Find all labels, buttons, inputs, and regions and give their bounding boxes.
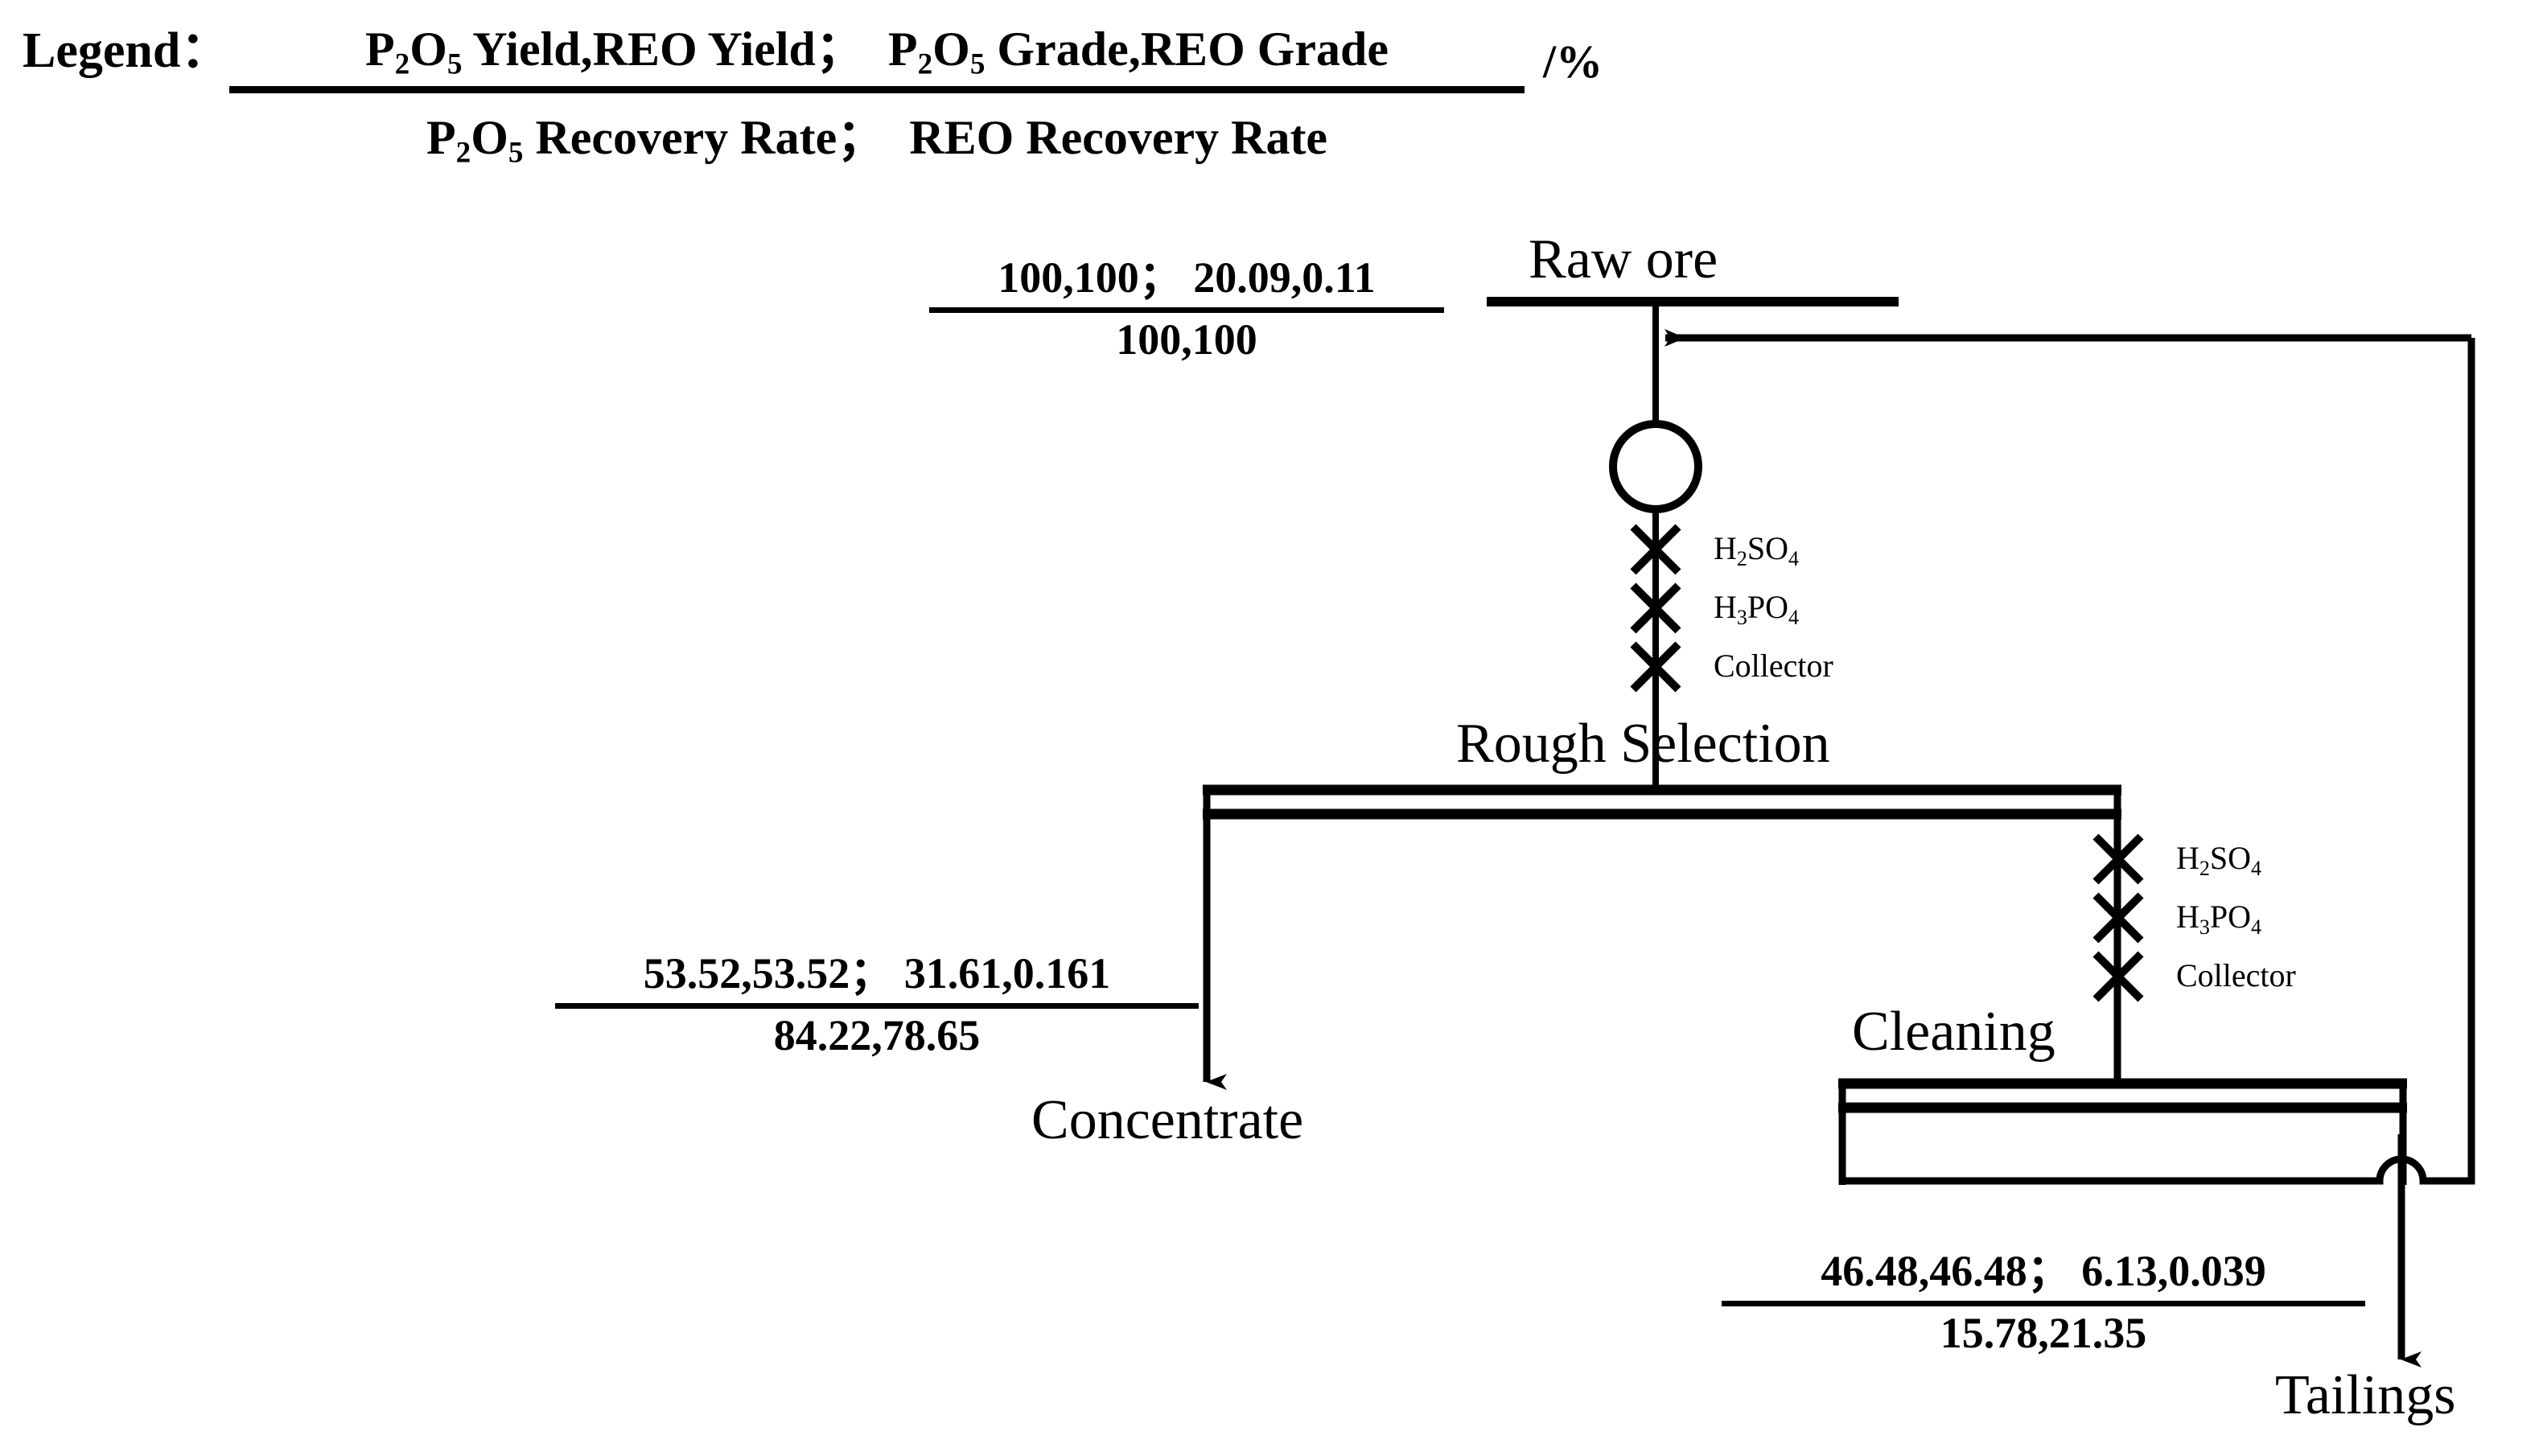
concentrate-fraction-rule [555, 1003, 1199, 1009]
concentrate-stream-label: 53.52,53.52； 31.61,0.161 84.22,78.65 [555, 937, 1199, 1060]
cleaner-reagent-marks [2092, 833, 2144, 1002]
reagent-rougher-collector: Collector [1714, 648, 1833, 684]
node-concentrate: Concentrate [1031, 1089, 1304, 1151]
legend-denominator: P2O5 Recovery Rate； REO Recovery Rate [426, 111, 1328, 170]
reagent-cleaner-h2so4: H2SO4 [2176, 840, 2262, 880]
concentrate-denominator: 84.22,78.65 [773, 1011, 981, 1059]
reagent-rougher-h3po4: H3PO4 [1714, 589, 1800, 629]
legend-label: Legend： [23, 23, 231, 78]
conditioner-circle [1609, 420, 1702, 513]
reagent-cleaner-h3po4: H3PO4 [2176, 899, 2262, 939]
rougher-reagent-marks [1630, 524, 1681, 693]
legend-fraction: P2O5 Yield,REO Yield； P2O5 Grade,REO Gra… [229, 0, 1525, 171]
node-tailings: Tailings [2275, 1364, 2456, 1426]
legend-numerator: P2O5 Yield,REO Yield； P2O5 Grade,REO Gra… [364, 23, 1389, 81]
feed-numerator: 100,100； 20.09,0.11 [998, 253, 1376, 302]
node-raw-ore: Raw ore [1529, 228, 1718, 290]
legend-unit: /% [1543, 35, 1603, 88]
legend-fraction-rule [229, 86, 1525, 94]
feed-stream-label: 100,100； 20.09,0.11 100,100 [929, 241, 1444, 364]
reagent-rougher-h2so4: H2SO4 [1714, 530, 1800, 570]
tailings-stream-label: 46.48,46.48； 6.13,0.039 15.78,21.35 [1722, 1235, 2365, 1358]
reagent-cleaner-collector: Collector [2176, 957, 2296, 993]
feed-denominator: 100,100 [1116, 315, 1257, 364]
tailings-numerator: 46.48,46.48； 6.13,0.039 [1821, 1247, 2266, 1295]
tailings-denominator: 15.78,21.35 [1940, 1309, 2147, 1357]
feed-fraction-rule [929, 307, 1444, 313]
node-rough-selection: Rough Selection [1456, 713, 1830, 775]
node-cleaning: Cleaning [1852, 1001, 2055, 1063]
tailings-fraction-rule [1722, 1301, 2365, 1306]
concentrate-numerator: 53.52,53.52； 31.61,0.161 [643, 949, 1111, 997]
